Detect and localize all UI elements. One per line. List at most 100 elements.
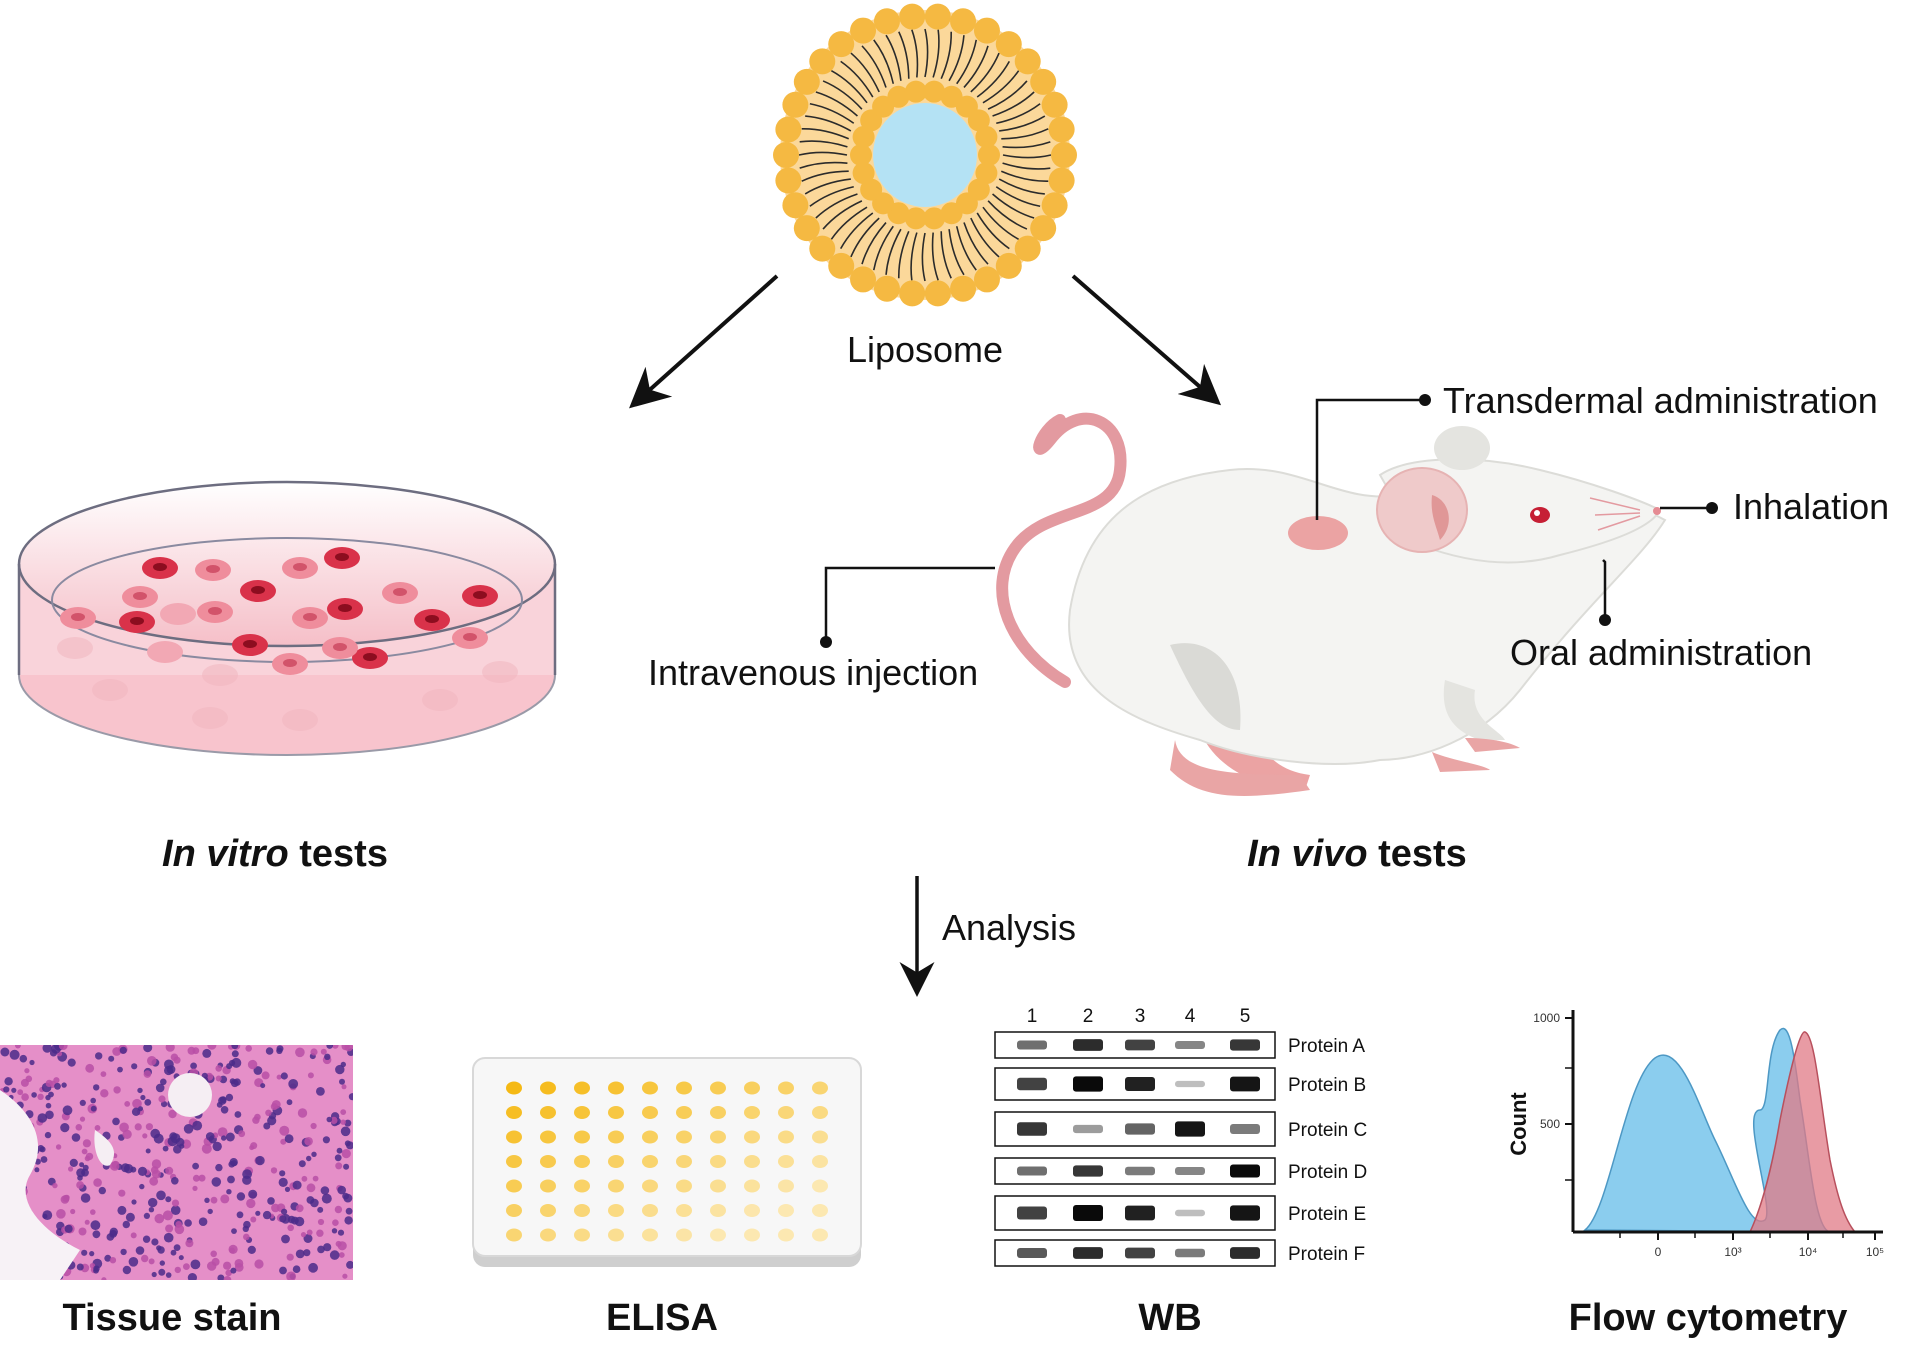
elisa-well bbox=[642, 1155, 658, 1168]
nucleus bbox=[331, 1228, 338, 1234]
elisa-well bbox=[540, 1106, 556, 1119]
lipid-tail bbox=[809, 102, 855, 124]
elisa-well bbox=[574, 1179, 590, 1193]
nucleus bbox=[212, 1141, 222, 1152]
nucleus bbox=[238, 1130, 246, 1138]
wb-band bbox=[1175, 1248, 1205, 1258]
elisa-well bbox=[778, 1130, 794, 1144]
nucleus bbox=[301, 1175, 308, 1182]
nucleus bbox=[343, 1163, 350, 1170]
nucleus bbox=[175, 1221, 182, 1228]
nucleus bbox=[117, 1205, 127, 1215]
nucleus bbox=[173, 1056, 181, 1064]
nucleus bbox=[284, 1134, 294, 1144]
flow-ytick-label-500: 500 bbox=[1540, 1117, 1560, 1131]
nucleus bbox=[148, 1207, 155, 1213]
wb-lane-number: 2 bbox=[1083, 1006, 1094, 1027]
nucleus bbox=[170, 1205, 181, 1215]
nucleus bbox=[60, 1123, 70, 1133]
nucleus bbox=[132, 1098, 142, 1109]
nucleus bbox=[312, 1175, 319, 1182]
lipid-tail bbox=[921, 232, 926, 282]
lipid-head-outer bbox=[828, 31, 855, 58]
lipid-tail bbox=[850, 52, 880, 93]
nucleus bbox=[192, 1185, 198, 1191]
cell-nucleus bbox=[333, 643, 347, 651]
lipid-head-outer bbox=[1041, 192, 1068, 219]
nucleus bbox=[340, 1109, 347, 1115]
flow-xtick-label: 10⁴ bbox=[1799, 1245, 1818, 1259]
tissue-lumen-left bbox=[0, 1090, 80, 1280]
nucleus bbox=[170, 1133, 181, 1144]
elisa-well bbox=[540, 1228, 556, 1242]
lipid-tail bbox=[940, 231, 952, 279]
nucleus bbox=[292, 1180, 302, 1190]
elisa-well bbox=[574, 1081, 590, 1095]
nucleus bbox=[276, 1045, 284, 1053]
nucleus bbox=[332, 1045, 339, 1049]
mouse-tail bbox=[996, 412, 1127, 688]
cell bbox=[147, 641, 183, 663]
lipid-head-inner bbox=[904, 207, 927, 230]
transdermal-leader-line bbox=[1315, 398, 1425, 520]
nucleus bbox=[227, 1175, 235, 1184]
nucleus bbox=[109, 1257, 117, 1264]
mouse-whiskers bbox=[1589, 497, 1641, 531]
wb-band bbox=[1230, 1205, 1260, 1221]
nucleus bbox=[123, 1164, 134, 1174]
nucleus bbox=[185, 1239, 194, 1248]
lipid-tail bbox=[861, 222, 887, 265]
nucleus bbox=[94, 1125, 101, 1131]
nucleus bbox=[148, 1197, 158, 1208]
nucleus bbox=[158, 1268, 166, 1276]
lipid-tail bbox=[955, 226, 977, 271]
nucleus bbox=[40, 1156, 48, 1163]
elisa-well bbox=[540, 1130, 556, 1144]
lipid-head-outer bbox=[995, 31, 1022, 58]
mouse-back-ear bbox=[1434, 426, 1490, 470]
lipid-head-outer bbox=[1030, 68, 1057, 95]
inhalation-callout: Inhalation bbox=[1660, 486, 1889, 527]
lipid-tail bbox=[1001, 128, 1049, 140]
nucleus bbox=[159, 1260, 165, 1266]
nucleus bbox=[317, 1218, 325, 1226]
inhalation-label: Inhalation bbox=[1733, 486, 1889, 527]
nucleus bbox=[109, 1227, 119, 1237]
mouse-front-foot-2 bbox=[1432, 752, 1490, 772]
lipid-head-outer bbox=[924, 3, 951, 30]
lipid-head-outer bbox=[995, 252, 1022, 279]
elisa-well bbox=[676, 1106, 692, 1119]
elisa-well bbox=[540, 1204, 556, 1217]
nucleus bbox=[300, 1232, 307, 1238]
oral-label: Oral administration bbox=[1510, 632, 1812, 673]
elisa-well bbox=[778, 1204, 794, 1217]
lipid-head-outer bbox=[1014, 235, 1041, 262]
in-vitro-rest: tests bbox=[289, 833, 388, 875]
cell bbox=[282, 709, 318, 731]
wb-band bbox=[1017, 1206, 1047, 1220]
cell-nucleus bbox=[293, 563, 307, 571]
cell-nucleus bbox=[425, 615, 439, 623]
nucleus bbox=[100, 1089, 109, 1098]
mouse-front-foot bbox=[1465, 738, 1520, 752]
nucleus bbox=[95, 1052, 103, 1060]
nucleus bbox=[345, 1207, 353, 1215]
nucleus bbox=[306, 1155, 312, 1162]
nucleus bbox=[79, 1162, 85, 1168]
lipid-tail bbox=[822, 200, 863, 230]
nucleus bbox=[112, 1117, 120, 1126]
nucleus bbox=[143, 1212, 150, 1219]
nucleus bbox=[9, 1049, 20, 1060]
nucleus bbox=[263, 1122, 271, 1130]
elisa-well bbox=[540, 1179, 556, 1193]
nucleus bbox=[346, 1260, 353, 1269]
nucleus bbox=[92, 1230, 101, 1239]
lipid-head-outer bbox=[809, 48, 836, 75]
nucleus bbox=[145, 1123, 153, 1131]
lipid-heads-inner bbox=[850, 80, 1000, 230]
nucleus bbox=[37, 1093, 44, 1101]
nucleus bbox=[137, 1166, 148, 1176]
nucleus bbox=[153, 1133, 164, 1144]
nucleus bbox=[144, 1099, 152, 1106]
intravenous-leader-line bbox=[824, 566, 995, 640]
